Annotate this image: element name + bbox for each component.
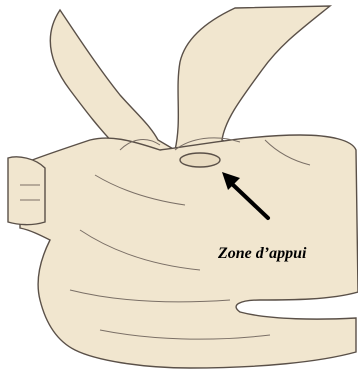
callout-label: Zone d’appui [218,245,306,263]
lower-mass-shape [20,135,358,368]
left-protrusion [8,157,45,225]
contact-zone-ellipse [180,153,220,167]
